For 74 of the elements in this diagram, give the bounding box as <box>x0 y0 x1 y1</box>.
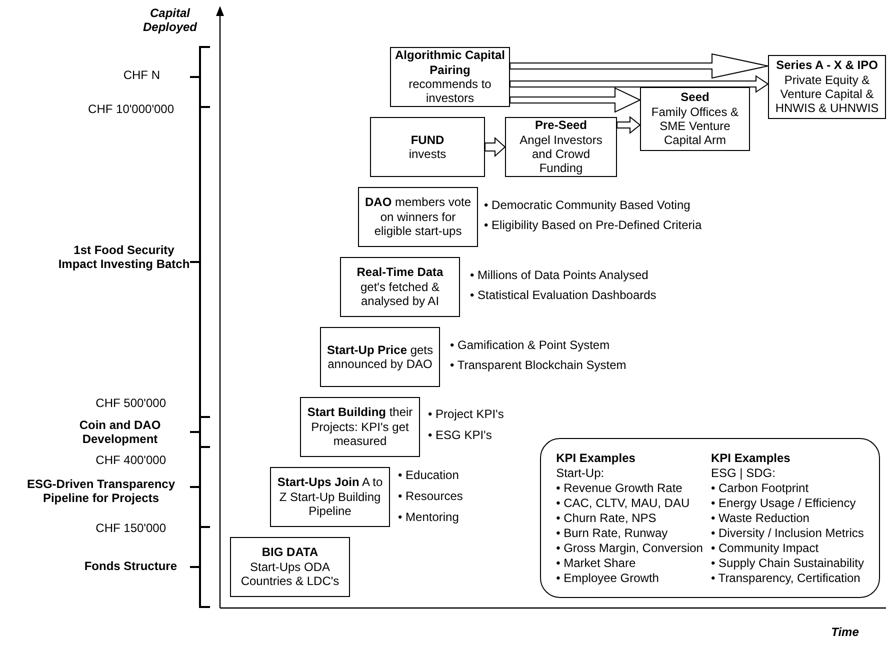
box-text: Angel Investors and Crowd Funding <box>518 132 604 176</box>
list-item: • Revenue Growth Rate <box>556 480 684 496</box>
list-item: • Churn Rate, NPS <box>556 510 658 526</box>
box-text: get's fetched & analysed by AI <box>359 280 440 309</box>
stage-label: 1st Food Security Impact Investing Batch <box>57 243 191 272</box>
block-arrow <box>616 116 641 134</box>
stage-label: Fonds Structure <box>83 559 177 574</box>
list-item: • Community Impact <box>710 540 820 556</box>
list-item: • Diversity / Inclusion Metrics <box>710 526 864 540</box>
box-text: Family Offices & SME Venture Capital Arm <box>650 104 740 148</box>
list-item: • Gross Margin, Conversion <box>556 540 703 556</box>
list-item: • Employee Growth <box>556 570 660 586</box>
panel-subheading: ESG | SDG: <box>710 466 776 480</box>
bullet-point: • Resources <box>398 489 463 504</box>
process-box <box>320 327 440 387</box>
block-arrow <box>510 75 769 93</box>
scale-label: CHF 150'000 <box>94 521 166 536</box>
process-box <box>390 47 510 107</box>
process-box <box>370 117 485 177</box>
list-item: • Market Share <box>556 556 637 570</box>
process-box <box>300 397 420 457</box>
bullet-point: • Millions of Data Points Analysed <box>470 268 648 282</box>
box-heading: Pre-Seed <box>534 118 588 133</box>
list-item: • Transparency, Certification <box>710 570 862 586</box>
scale-label: CHF 10'000'000 <box>87 102 174 116</box>
box-text: DAO members vote on winners for eligible start-ups <box>364 195 472 239</box>
bullet-point: • Statistical Evaluation Dashboards <box>470 288 656 302</box>
process-box <box>358 187 478 247</box>
box-text: Private Equity & Venture Capital & HNWIS & UHNWIS <box>774 72 880 116</box>
box-heading: Series A - X & IPO <box>776 58 878 73</box>
panel-heading: KPI Examples <box>710 450 792 466</box>
box-text: recommends to investors <box>408 77 492 106</box>
bullet-point: • Mentoring <box>398 510 459 524</box>
process-box <box>640 87 750 151</box>
box-heading: BIG DATA <box>262 545 318 560</box>
bullet-point: • Gamification & Point System <box>450 338 610 352</box>
box-heading: FUND <box>410 132 444 147</box>
bullet-point: • Eligibility Based on Pre-Defined Criteria <box>484 218 702 232</box>
list-item: • Carbon Footprint <box>710 480 810 496</box>
bullet-point: • Transparent Blockchain System <box>450 358 626 372</box>
box-text: Start-Ups ODA Countries & LDC's <box>240 560 340 589</box>
box-text: Start-Up Price gets announced by DAO <box>326 342 434 372</box>
panel-heading: KPI Examples <box>556 450 636 466</box>
axis-title: Capital Deployed <box>142 6 198 35</box>
scale-label: CHF 500'000 <box>94 396 166 410</box>
scale-label: CHF N <box>122 68 160 82</box>
box-text: Start-Ups Join A to Z Start-Up Building Pipeline <box>276 475 384 519</box>
process-box <box>340 257 460 317</box>
list-item: • Burn Rate, Runway <box>556 526 669 540</box>
bullet-point: • Project KPI's <box>428 407 504 422</box>
box-heading: Real-Time Data <box>356 265 444 280</box>
box-heading: Seed <box>680 90 710 105</box>
bullet-point: • Education <box>398 468 459 482</box>
process-box <box>768 55 886 119</box>
process-box <box>505 117 617 177</box>
list-item: • Waste Reduction <box>710 510 810 526</box>
axis-title: Time <box>830 625 860 640</box>
block-arrow <box>510 53 768 79</box>
panel-subheading: Start-Up: <box>556 466 606 480</box>
process-box <box>270 467 390 527</box>
list-item: • Supply Chain Sustainability <box>710 556 864 570</box>
process-box <box>230 537 350 597</box>
list-item: • CAC, CLTV, MAU, DAU <box>556 496 691 510</box>
stage-label: ESG-Driven Transparency Pipeline for Projects <box>26 477 176 506</box>
box-text: invests <box>408 147 446 162</box>
kpi-panel <box>540 438 880 598</box>
box-text: Start Building their Projects: KPI's get measured <box>306 405 414 449</box>
bullet-point: • ESG KPI's <box>428 428 492 442</box>
list-item: • Energy Usage / Efficiency <box>710 496 857 510</box>
stage-label: Coin and DAO Development <box>78 418 162 447</box>
block-arrow <box>484 136 506 158</box>
bullet-point: • Democratic Community Based Voting <box>484 198 690 212</box>
scale-label: CHF 400'000 <box>94 453 166 468</box>
block-arrow <box>510 87 642 113</box>
